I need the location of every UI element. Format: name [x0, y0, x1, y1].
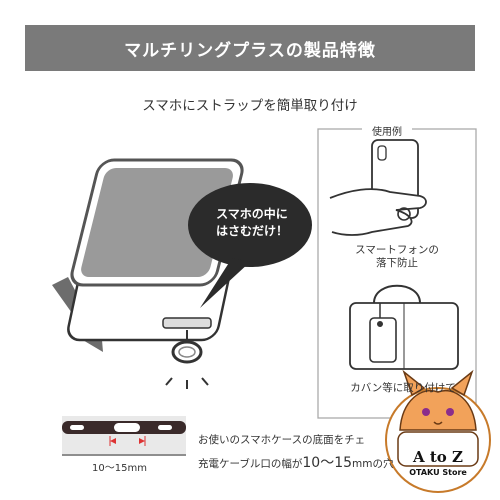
banner-title: マルチリングプラスの製品特徴 [124, 40, 376, 61]
cable-port-value: 10～15 [302, 455, 353, 471]
strap-ring [162, 317, 212, 389]
dimension-label: 10～15mm [92, 463, 147, 474]
cable-port-prefix: 充電ケーブル口の幅が [198, 458, 303, 470]
usage-caption-phone: スマートフォンの 落下防止 [333, 244, 461, 270]
cable-port-note: 充電ケーブル口の幅が10～15mmの穴 [198, 452, 393, 472]
usage-example-label: 使用例 [362, 123, 412, 138]
hand-phone-icon [329, 139, 427, 236]
logo-subtitle: OTAKU Store [409, 468, 467, 477]
speech-bubble [188, 183, 312, 308]
cable-port-suffix: mmの穴 [352, 458, 394, 470]
store-logo [385, 369, 491, 493]
subtitle: スマホにストラップを簡単取り付け [142, 98, 358, 114]
caption-line-1: スマートフォンの [355, 244, 439, 256]
bubble-line-2: はさむだけ！ [215, 224, 288, 238]
phone-case-bottom [62, 416, 186, 456]
case-check-note: お使いのスマホケースの底面をチェ [198, 434, 366, 446]
logo-title: A to Z [413, 448, 463, 466]
title-banner: マルチリングプラスの製品特徴 [25, 25, 475, 71]
caption-line-2: 落下防止 [376, 257, 418, 269]
bubble-text: スマホの中に はさむだけ！ [200, 206, 304, 240]
usage-caption-bag: カバン等に取り付けて [350, 382, 456, 394]
bag-icon [349, 284, 459, 370]
bubble-line-1: スマホの中に [216, 207, 288, 221]
